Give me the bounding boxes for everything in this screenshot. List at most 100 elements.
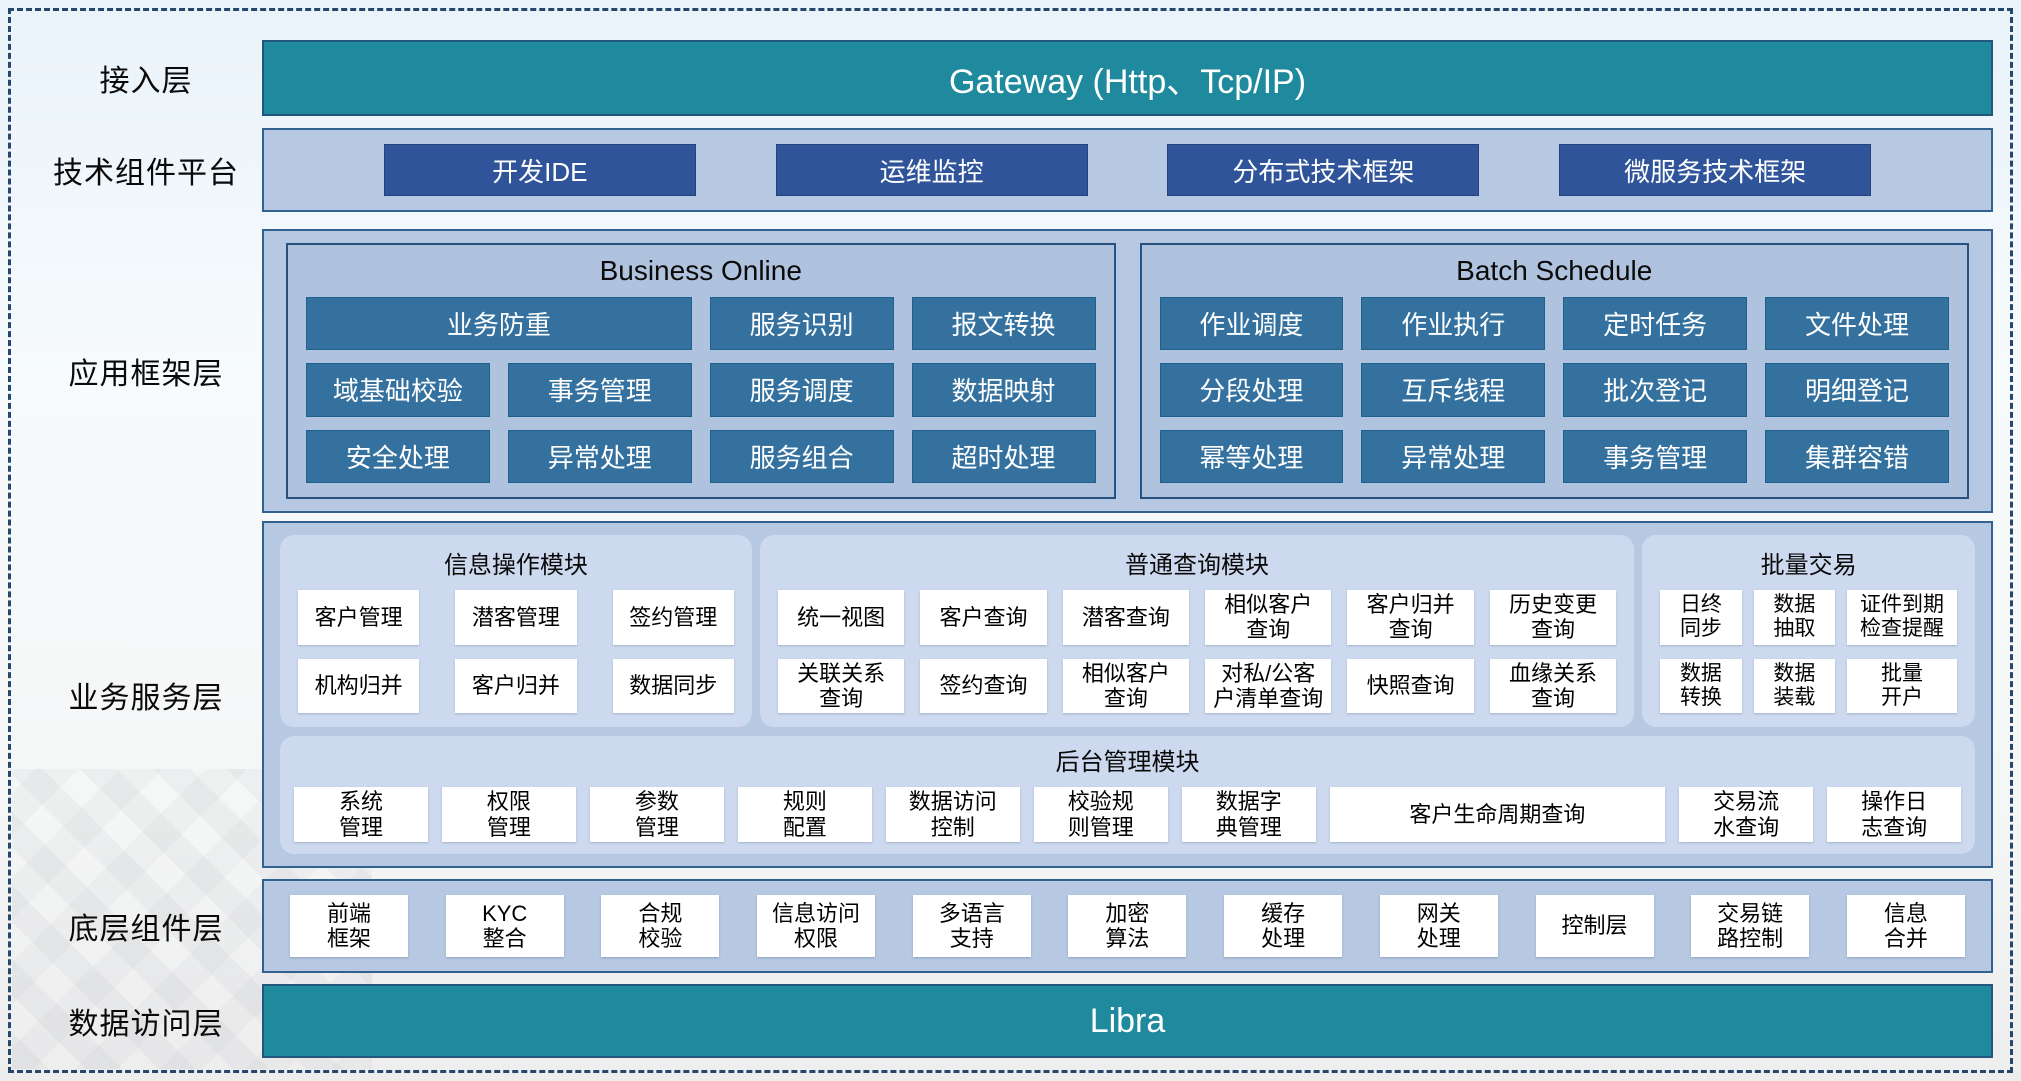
business-online-item: 数据映射 [911, 363, 1096, 417]
batch-schedule-item: 异常处理 [1361, 429, 1546, 483]
business-online-item: 报文转换 [911, 297, 1096, 351]
business-service-box: 信息操作模块 客户管理潜客管理签约管理机构归并客户归并数据同步 普通查询模块 统… [262, 521, 1993, 868]
base-component-item: 交易链 路控制 [1691, 895, 1810, 957]
business-online-item: 域基础校验 [306, 363, 490, 417]
batch-schedule-item: 批次登记 [1563, 363, 1748, 417]
batch-schedule-panel: Batch Schedule 作业调度作业执行定时任务文件处理分段处理互斥线程批… [1139, 243, 1969, 499]
business-online-item: 服务调度 [709, 363, 894, 417]
general-query-item: 签约查询 [920, 658, 1047, 714]
backend-admin-item: 客户生命周期查询 [1329, 787, 1666, 842]
backend-admin-item: 规则 配置 [737, 787, 872, 842]
base-component-item: 网关 处理 [1379, 895, 1498, 957]
batch-schedule-item: 明细登记 [1765, 363, 1949, 417]
backend-admin-item: 操作日 志查询 [1827, 787, 1962, 842]
layer-row-access: 接入层 Gateway (Http、Tcp/IP) [30, 40, 1993, 116]
general-query-item: 相似客户 查询 [1062, 658, 1190, 714]
batch-trade-item: 日终 同步 [1660, 590, 1742, 645]
info-operations-grid: 客户管理潜客管理签约管理机构归并客户归并数据同步 [298, 590, 734, 714]
backend-admin-item: 交易流 水查询 [1679, 787, 1814, 842]
module-backend-admin-title: 后台管理模块 [1055, 749, 1200, 777]
backend-admin-row: 系统 管理权限 管理参数 管理规则 配置数据访问 控制校验规 则管理数据字 典管… [294, 787, 1962, 842]
backend-admin-item: 权限 管理 [441, 787, 576, 842]
general-query-item: 历史变更 查询 [1489, 590, 1617, 645]
layer-label-base-components: 底层组件层 [68, 913, 224, 946]
business-online-item: 异常处理 [507, 429, 692, 483]
batch-schedule-item: 事务管理 [1563, 429, 1748, 483]
tech-platform-item: 运维监控 [775, 144, 1088, 196]
info-operations-item: 客户管理 [298, 590, 420, 645]
batch-schedule-item: 互斥线程 [1361, 363, 1546, 417]
general-query-item: 客户归并 查询 [1347, 590, 1474, 645]
batch-schedule-item: 幂等处理 [1159, 429, 1344, 483]
batch-trade-item: 数据 转换 [1660, 658, 1742, 714]
batch-schedule-item: 集群容错 [1765, 429, 1949, 483]
tech-platform-item: 开发IDE [383, 144, 696, 196]
general-query-item: 关联关系 查询 [777, 658, 905, 714]
layer-row-business-service: 业务服务层 信息操作模块 客户管理潜客管理签约管理机构归并客户归并数据同步 普通… [30, 521, 1993, 868]
backend-admin-item: 数据访问 控制 [885, 787, 1020, 842]
business-online-item: 事务管理 [507, 363, 692, 417]
business-online-item: 超时处理 [911, 429, 1096, 483]
batch-schedule-item: 分段处理 [1159, 363, 1344, 417]
tech-platform-item: 分布式技术框架 [1167, 144, 1480, 196]
business-online-item: 服务组合 [709, 429, 894, 483]
gateway-text: Gateway (Http、Tcp/IP) [948, 62, 1307, 101]
batch-schedule-grid: 作业调度作业执行定时任务文件处理分段处理互斥线程批次登记明细登记幂等处理异常处理… [1159, 297, 1949, 483]
business-online-item: 业务防重 [306, 297, 692, 351]
general-query-item: 潜客查询 [1062, 590, 1190, 645]
general-query-item: 对私/公客 户清单查询 [1205, 658, 1332, 714]
base-component-item: 信息 合并 [1846, 895, 1965, 957]
module-general-query-title: 普通查询模块 [1125, 552, 1270, 579]
general-query-grid: 统一视图客户查询潜客查询相似客户 查询客户归并 查询历史变更 查询关联关系 查询… [777, 590, 1617, 714]
backend-admin-item: 参数 管理 [589, 787, 724, 842]
service-modules-row: 信息操作模块 客户管理潜客管理签约管理机构归并客户归并数据同步 普通查询模块 统… [280, 535, 1975, 728]
general-query-item: 相似客户 查询 [1205, 590, 1332, 645]
general-query-item: 血缘关系 查询 [1489, 658, 1617, 714]
layer-row-app-framework: 应用框架层 Business Online 业务防重服务识别报文转换域基础校验事… [30, 229, 1993, 513]
layer-row-data-access: 数据访问层 Libra [30, 984, 1993, 1058]
batch-schedule-item: 作业调度 [1159, 297, 1344, 351]
backend-admin-item: 数据字 典管理 [1181, 787, 1316, 842]
batch-trade-item: 批量 开户 [1847, 658, 1957, 714]
base-component-item: 信息访问 权限 [757, 895, 876, 957]
layer-label-tech-platform: 技术组件平台 [53, 157, 239, 190]
module-backend-admin: 后台管理模块 系统 管理权限 管理参数 管理规则 配置数据访问 控制校验规 则管… [280, 736, 1975, 854]
libra-bar: Libra [262, 984, 1993, 1058]
layer-label-data-access: 数据访问层 [68, 1008, 224, 1041]
business-online-item: 服务识别 [709, 297, 894, 351]
app-framework-box: Business Online 业务防重服务识别报文转换域基础校验事务管理服务调… [262, 229, 1993, 513]
layer-row-tech-platform: 技术组件平台 开发IDE 运维监控 分布式技术框架 微服务技术框架 [30, 128, 1993, 212]
base-component-item: 前端 框架 [290, 895, 408, 957]
info-operations-item: 潜客管理 [455, 590, 577, 645]
batch-schedule-item: 文件处理 [1765, 297, 1949, 351]
batch-trade-item: 数据 装载 [1753, 658, 1836, 714]
backend-admin-item: 系统 管理 [294, 787, 428, 842]
info-operations-item: 客户归并 [455, 658, 577, 714]
base-component-item: 合规 校验 [601, 895, 720, 957]
base-component-item: 控制层 [1535, 895, 1654, 957]
base-component-item: 缓存 处理 [1224, 895, 1343, 957]
layer-label-access: 接入层 [99, 65, 193, 98]
batch-schedule-item: 定时任务 [1563, 297, 1748, 351]
module-general-query: 普通查询模块 统一视图客户查询潜客查询相似客户 查询客户归并 查询历史变更 查询… [759, 535, 1635, 728]
info-operations-item: 签约管理 [612, 590, 734, 645]
business-online-grid: 业务防重服务识别报文转换域基础校验事务管理服务调度数据映射安全处理异常处理服务组… [306, 297, 1096, 483]
business-online-title: Business Online [599, 255, 802, 286]
base-component-item: 多语言 支持 [912, 895, 1031, 957]
module-info-operations: 信息操作模块 客户管理潜客管理签约管理机构归并客户归并数据同步 [280, 535, 752, 728]
layer-label-business-service: 业务服务层 [68, 681, 224, 715]
batch-trade-grid: 日终 同步数据 抽取证件到期 检查提醒数据 转换数据 装载批量 开户 [1660, 590, 1957, 714]
libra-text: Libra [1089, 1001, 1166, 1040]
layer-label-app-framework: 应用框架层 [68, 358, 224, 391]
business-online-item: 安全处理 [306, 429, 490, 483]
general-query-item: 统一视图 [777, 590, 905, 645]
base-component-item: KYC 整合 [445, 895, 564, 957]
module-batch-trade-title: 批量交易 [1760, 552, 1857, 579]
business-online-panel: Business Online 业务防重服务识别报文转换域基础校验事务管理服务调… [286, 243, 1116, 499]
module-info-operations-title: 信息操作模块 [443, 552, 588, 579]
tech-platform-item: 微服务技术框架 [1559, 144, 1872, 196]
info-operations-item: 机构归并 [298, 658, 420, 714]
